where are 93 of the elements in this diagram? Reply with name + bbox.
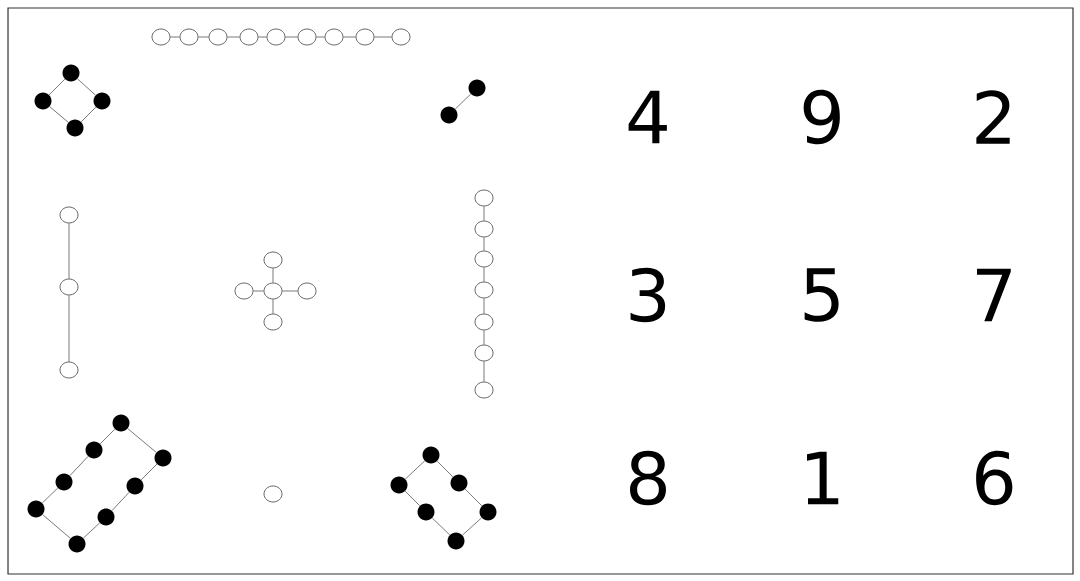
- number-label: 7: [977, 268, 1011, 322]
- hollow-oval: [179, 28, 199, 46]
- connecting-line: [374, 36, 392, 38]
- hollow-oval: [474, 220, 494, 238]
- number-label: 5: [804, 268, 839, 322]
- hollow-oval: [263, 313, 283, 331]
- hollow-oval: [474, 313, 494, 331]
- filled-dot: [422, 446, 440, 464]
- number-label: 1: [807, 451, 839, 505]
- connecting-line: [80, 106, 97, 123]
- connecting-line: [41, 487, 59, 504]
- connecting-line: [258, 36, 267, 38]
- filled-dot: [390, 476, 408, 494]
- number-label: 3: [630, 267, 666, 323]
- hollow-oval: [474, 281, 494, 299]
- hollow-oval: [324, 28, 344, 46]
- filled-dot: [62, 64, 80, 82]
- connecting-line: [464, 488, 483, 507]
- connecting-line: [272, 268, 274, 283]
- hollow-oval: [234, 282, 254, 300]
- connecting-line: [343, 36, 356, 38]
- connecting-line: [404, 490, 421, 507]
- connecting-line: [431, 517, 451, 536]
- connecting-line: [227, 36, 240, 38]
- filled-dot: [97, 508, 115, 526]
- connecting-line: [69, 456, 89, 476]
- filled-dot: [55, 473, 73, 491]
- connecting-line: [282, 290, 298, 292]
- number-label: 4: [628, 90, 667, 144]
- hollow-oval: [151, 28, 171, 46]
- filled-dot: [479, 503, 497, 521]
- connecting-line: [483, 298, 485, 314]
- connecting-line: [170, 36, 180, 38]
- filled-dot: [154, 449, 172, 467]
- connecting-line: [285, 36, 298, 38]
- connecting-line: [454, 93, 472, 110]
- filled-dot: [440, 106, 458, 124]
- hollow-oval: [59, 361, 79, 379]
- filled-dot: [468, 79, 486, 97]
- hollow-oval: [263, 251, 283, 269]
- hollow-oval: [474, 250, 494, 268]
- connecting-line: [483, 206, 485, 221]
- number-label: 2: [976, 90, 1010, 144]
- connecting-line: [316, 36, 325, 38]
- connecting-line: [483, 267, 485, 282]
- connecting-line: [68, 223, 70, 279]
- hollow-oval: [59, 206, 79, 224]
- hollow-oval: [208, 28, 228, 46]
- filled-dot: [112, 414, 130, 432]
- connecting-line: [483, 330, 485, 345]
- hollow-oval: [474, 189, 494, 207]
- filled-dot: [66, 119, 84, 137]
- hollow-oval: [474, 381, 494, 399]
- connecting-line: [436, 460, 454, 478]
- hollow-oval: [474, 344, 494, 362]
- connecting-line: [77, 78, 96, 96]
- hollow-oval: [266, 28, 286, 46]
- number-label: 8: [630, 450, 666, 506]
- filled-dot: [417, 503, 435, 521]
- connecting-line: [253, 290, 264, 292]
- filled-dot: [34, 92, 52, 110]
- number-label: 6: [976, 450, 1013, 506]
- hollow-oval: [297, 282, 317, 300]
- filled-dot: [126, 477, 144, 495]
- connecting-line: [111, 492, 130, 511]
- filled-dot: [27, 500, 45, 518]
- connecting-line: [483, 237, 485, 251]
- hollow-oval: [59, 278, 79, 296]
- connecting-line: [272, 299, 274, 314]
- connecting-line: [49, 106, 69, 123]
- connecting-line: [48, 78, 66, 96]
- filled-dot: [450, 474, 468, 492]
- hollow-oval: [239, 28, 259, 46]
- connecting-line: [462, 517, 482, 536]
- connecting-line: [198, 36, 209, 38]
- connecting-line: [99, 428, 116, 445]
- connecting-line: [83, 522, 100, 539]
- connecting-line: [405, 460, 425, 480]
- filled-dot: [85, 441, 103, 459]
- filled-dot: [93, 92, 111, 110]
- hollow-oval: [263, 485, 283, 503]
- connecting-line: [42, 514, 71, 539]
- connecting-line: [483, 361, 485, 382]
- number-label: 9: [803, 89, 840, 145]
- hollow-oval: [297, 28, 317, 46]
- hollow-oval: [355, 28, 375, 46]
- connecting-line: [68, 295, 70, 362]
- hollow-oval: [263, 282, 283, 300]
- connecting-line: [140, 463, 158, 481]
- connecting-line: [127, 428, 157, 453]
- filled-dot: [68, 535, 86, 553]
- hollow-oval: [391, 28, 411, 46]
- filled-dot: [447, 532, 465, 550]
